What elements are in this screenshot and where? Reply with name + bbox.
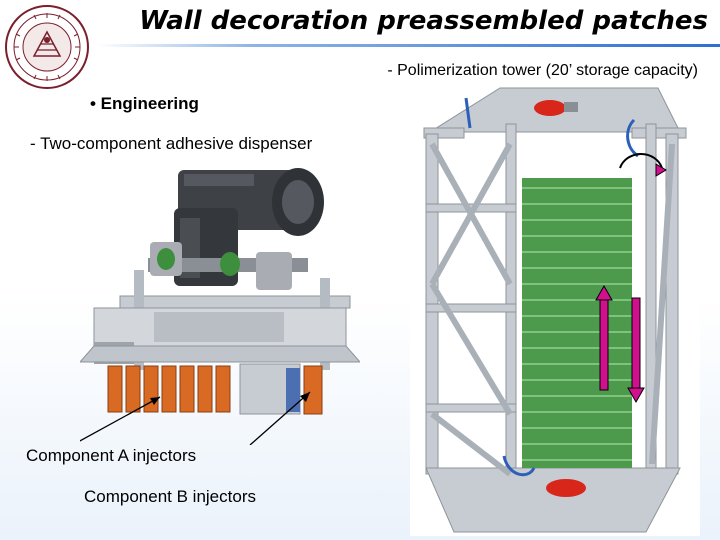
component-b-label: Component B injectors	[84, 487, 256, 506]
slide-title: Wall decoration preassembled patches	[139, 6, 708, 36]
tower-subtitle: - Polimerization tower (20’ storage capa…	[387, 62, 698, 79]
engineering-bullet: • Engineering	[90, 94, 199, 113]
title-divider	[96, 44, 720, 47]
component-a-label: Component A injectors	[26, 446, 197, 465]
university-seal-logo	[5, 5, 89, 89]
dispenser-subtitle: - Two-component adhesive dispenser	[30, 134, 313, 153]
adhesive-dispenser-image	[80, 168, 360, 445]
polimerization-tower-image	[410, 84, 700, 536]
